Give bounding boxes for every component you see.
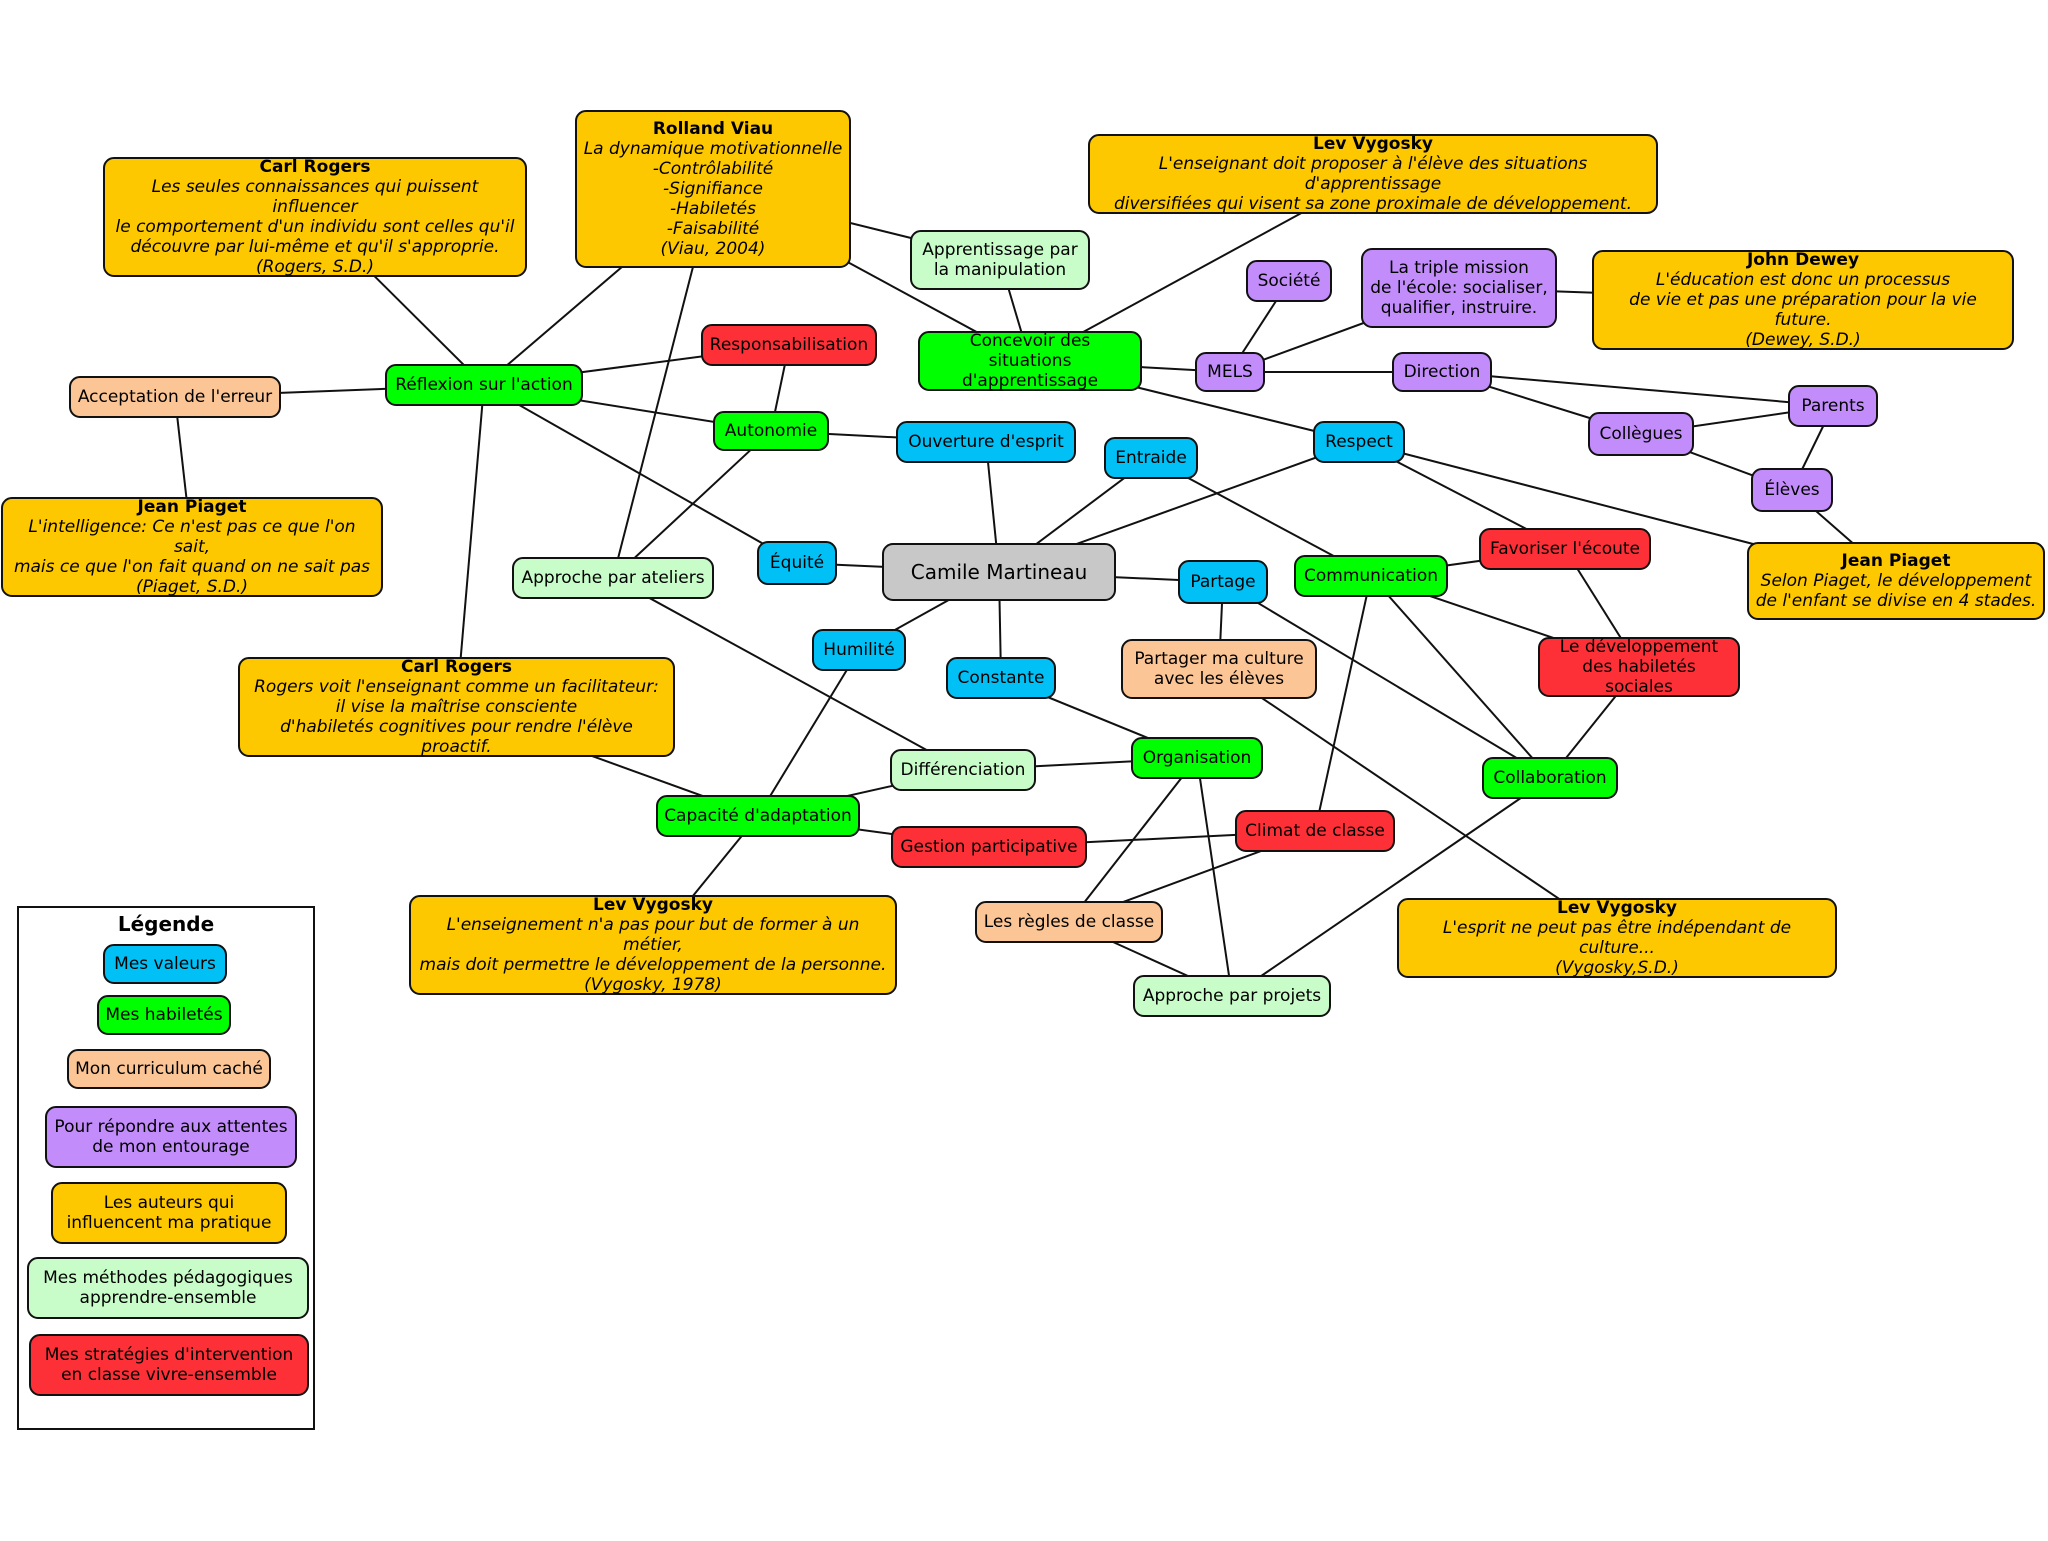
node-concevoir-situations: Concevoir des situations d'apprentissage bbox=[918, 331, 1142, 391]
node-direction: Direction bbox=[1392, 352, 1492, 392]
edge-communication-collaboration bbox=[1370, 575, 1551, 779]
author-box-lev-vygosky-3: Lev Vygosky L'esprit ne peut pas être in… bbox=[1397, 898, 1837, 978]
edge-organisation-approche_projets bbox=[1196, 757, 1233, 997]
node-acceptation-erreur: Acceptation de l'erreur bbox=[69, 376, 281, 418]
node-ouverture-esprit: Ouverture d'esprit bbox=[896, 421, 1076, 463]
author-quote: Les seules connaissances qui puissent in… bbox=[115, 177, 515, 277]
node-autonomie: Autonomie bbox=[713, 411, 829, 451]
legend-title: Légende bbox=[117, 912, 215, 936]
author-box-jean-piaget-1: Jean Piaget L'intelligence: Ce n'est pas… bbox=[1, 497, 383, 597]
author-name: Carl Rogers bbox=[400, 657, 513, 677]
author-box-carl-rogers-2: Carl Rogers Rogers voit l'enseignant com… bbox=[238, 657, 675, 757]
edge-reflexion_action-equite bbox=[483, 384, 798, 564]
node-parents: Parents bbox=[1788, 385, 1878, 427]
author-name: Lev Vygosky bbox=[593, 895, 713, 915]
node-approche-ateliers: Approche par ateliers bbox=[512, 557, 714, 599]
edge-reflexion_action-carl_rogers_2 bbox=[455, 384, 485, 708]
edge-approche_ateliers-differenciation bbox=[612, 577, 964, 771]
node-mels: MELS bbox=[1195, 352, 1265, 392]
author-box-lev-vygosky-1: Lev Vygosky L'enseignant doit proposer à… bbox=[1088, 134, 1658, 214]
node-eleves: Élèves bbox=[1751, 468, 1833, 512]
author-name: Jean Piaget bbox=[1841, 551, 1951, 571]
edge-autonomie-approche_ateliers bbox=[612, 430, 772, 579]
edge-collaboration-approche_projets bbox=[1231, 777, 1551, 997]
node-reflexion-action: Réflexion sur l'action bbox=[385, 364, 583, 406]
author-quote: L'intelligence: Ce n'est pas ce que l'on… bbox=[13, 517, 371, 597]
legend-item-valeurs: Mes valeurs bbox=[103, 944, 227, 984]
legend-item-strategies: Mes stratégies d'intervention en classe … bbox=[29, 1334, 309, 1396]
node-regles-classe: Les règles de classe bbox=[975, 901, 1163, 943]
author-box-rolland-viau: Rolland Viau La dynamique motivationnell… bbox=[575, 110, 851, 268]
node-responsabilisation: Responsabilisation bbox=[701, 324, 877, 366]
node-triple-mission: La triple mission de l'école: socialiser… bbox=[1361, 248, 1557, 328]
author-quote: L'esprit ne peut pas être indépendant de… bbox=[1442, 918, 1792, 978]
node-partage: Partage bbox=[1178, 560, 1268, 604]
author-quote: L'éducation est donc un processus de vie… bbox=[1629, 270, 1977, 350]
legend: Légende Mes valeurs Mes habiletés Mon cu… bbox=[17, 906, 315, 1430]
node-societe: Société bbox=[1246, 260, 1332, 302]
author-box-lev-vygosky-2: Lev Vygosky L'enseignement n'a pas pour … bbox=[409, 895, 897, 995]
edge-humilite-capacite_adaptation bbox=[757, 649, 860, 817]
node-developpement-habiletes: Le développement des habiletés sociales bbox=[1538, 637, 1740, 697]
author-name: Carl Rogers bbox=[259, 157, 371, 177]
node-apprentissage-manipulation: Apprentissage par la manipulation bbox=[910, 230, 1090, 290]
author-name: Lev Vygosky bbox=[1313, 134, 1433, 154]
edge-communication-climat_classe bbox=[1314, 575, 1372, 832]
node-humilite: Humilité bbox=[812, 629, 906, 671]
node-constante: Constante bbox=[946, 657, 1056, 699]
node-differenciation: Différenciation bbox=[890, 749, 1036, 791]
legend-item-habiletes: Mes habiletés bbox=[97, 995, 231, 1035]
author-box-carl-rogers-1: Carl Rogers Les seules connaissances qui… bbox=[103, 157, 527, 277]
node-entraide: Entraide bbox=[1104, 437, 1198, 479]
node-climat-classe: Climat de classe bbox=[1235, 810, 1395, 852]
node-approche-projets: Approche par projets bbox=[1133, 975, 1331, 1017]
node-collegues: Collègues bbox=[1588, 412, 1694, 456]
author-quote: L'enseignant doit proposer à l'élève des… bbox=[1113, 154, 1633, 214]
node-equite: Équité bbox=[757, 541, 837, 585]
author-quote: La dynamique motivationnelle -Contrôlabi… bbox=[583, 139, 843, 259]
legend-item-methodes: Mes méthodes pédagogiques apprendre-ense… bbox=[27, 1257, 309, 1319]
node-collaboration: Collaboration bbox=[1482, 757, 1618, 799]
edge-organisation-regles_classe bbox=[1068, 757, 1198, 923]
author-name: Rolland Viau bbox=[652, 119, 774, 139]
node-respect: Respect bbox=[1313, 421, 1405, 463]
legend-item-auteurs: Les auteurs qui influencent ma pratique bbox=[51, 1182, 287, 1244]
author-name: John Dewey bbox=[1746, 250, 1860, 270]
node-favoriser-ecoute: Favoriser l'écoute bbox=[1479, 528, 1651, 570]
author-box-jean-piaget-2: Jean Piaget Selon Piaget, le développeme… bbox=[1747, 542, 2045, 620]
edge-partage-collaboration bbox=[1222, 581, 1551, 779]
edge-partager_culture-lev_vygosky_3 bbox=[1218, 668, 1618, 939]
center-node: Camile Martineau bbox=[882, 543, 1116, 601]
author-box-john-dewey: John Dewey L'éducation est donc un proce… bbox=[1592, 250, 2014, 350]
node-capacite-adaptation: Capacité d'adaptation bbox=[656, 795, 860, 837]
node-communication: Communication bbox=[1294, 555, 1448, 597]
node-organisation: Organisation bbox=[1131, 737, 1263, 779]
legend-item-curriculum: Mon curriculum caché bbox=[67, 1049, 271, 1089]
author-quote: Selon Piaget, le développement de l'enfa… bbox=[1755, 571, 2037, 611]
author-name: Jean Piaget bbox=[137, 497, 247, 517]
node-partager-culture: Partager ma culture avec les élèves bbox=[1121, 639, 1317, 699]
author-quote: L'enseignement n'a pas pour but de forme… bbox=[419, 915, 887, 995]
node-gestion-participative: Gestion participative bbox=[891, 826, 1087, 868]
edge-direction-parents bbox=[1441, 371, 1834, 407]
legend-item-entourage: Pour répondre aux attentes de mon entour… bbox=[45, 1106, 297, 1168]
author-name: Lev Vygosky bbox=[1557, 898, 1677, 918]
author-quote: Rogers voit l'enseignant comme un facili… bbox=[254, 677, 659, 757]
